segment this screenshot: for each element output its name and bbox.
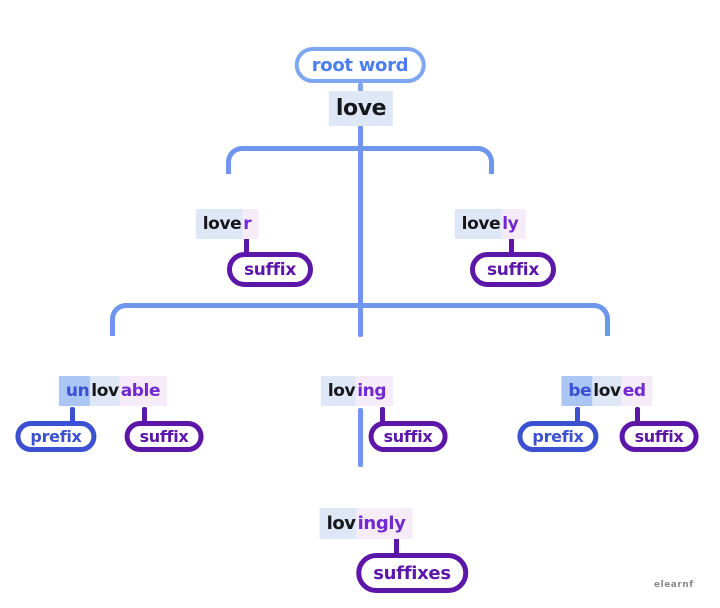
suffix-pill-lover: suffix <box>226 252 314 287</box>
connector-lovely-suffix <box>509 237 514 254</box>
word-segment-suffix: ingly <box>356 508 413 539</box>
suffixes-pill-lovingly: suffixes <box>356 553 468 593</box>
word-segment: love <box>328 91 394 126</box>
word-segment-suffix: able <box>119 376 168 406</box>
tree-trunk-line <box>358 125 363 337</box>
connector-root-to-love <box>358 83 363 92</box>
word-segment: lov <box>320 376 357 406</box>
word-lover: love r <box>195 209 259 239</box>
suffix-pill-loving: suffix <box>368 421 448 452</box>
watermark-text: elearnf <box>654 580 694 590</box>
connector-lovingly-suffixes <box>394 537 399 555</box>
word-love: love <box>328 91 394 126</box>
connector-loving-to-lovingly <box>358 408 363 467</box>
suffix-pill-unlovable: suffix <box>124 421 204 452</box>
word-segment-suffix: ly <box>501 209 526 239</box>
word-segment-prefix: un <box>58 376 91 406</box>
prefix-pill-unlovable: prefix <box>15 421 97 452</box>
word-segment: lov <box>319 508 357 539</box>
word-segment-suffix: r <box>242 209 259 239</box>
branch-bracket-level1 <box>226 146 494 174</box>
word-beloved: be lov ed <box>561 376 653 406</box>
word-segment: love <box>454 209 502 239</box>
root-word-pill: root word <box>294 47 426 83</box>
word-segment-prefix: be <box>561 376 593 406</box>
word-segment-suffix: ing <box>356 376 394 406</box>
word-unlovable: un lov able <box>58 376 168 406</box>
word-segment: lov <box>90 376 120 406</box>
connector-unlovable-prefix <box>70 407 75 424</box>
word-segment-suffix: ed <box>621 376 653 406</box>
suffix-pill-beloved: suffix <box>619 421 699 452</box>
connector-beloved-suffix <box>635 407 640 424</box>
connector-unlovable-suffix <box>142 407 147 424</box>
connector-loving-suffix <box>380 407 385 424</box>
word-lovingly: lov ingly <box>319 508 413 539</box>
connector-lover-suffix <box>244 237 249 254</box>
word-loving: lov ing <box>320 376 394 406</box>
word-segment: love <box>195 209 243 239</box>
connector-beloved-prefix <box>575 407 580 424</box>
prefix-pill-beloved: prefix <box>517 421 599 452</box>
branch-bracket-level2 <box>110 303 610 336</box>
suffix-pill-lovely: suffix <box>469 252 557 287</box>
word-lovely: love ly <box>454 209 526 239</box>
word-segment: lov <box>592 376 622 406</box>
